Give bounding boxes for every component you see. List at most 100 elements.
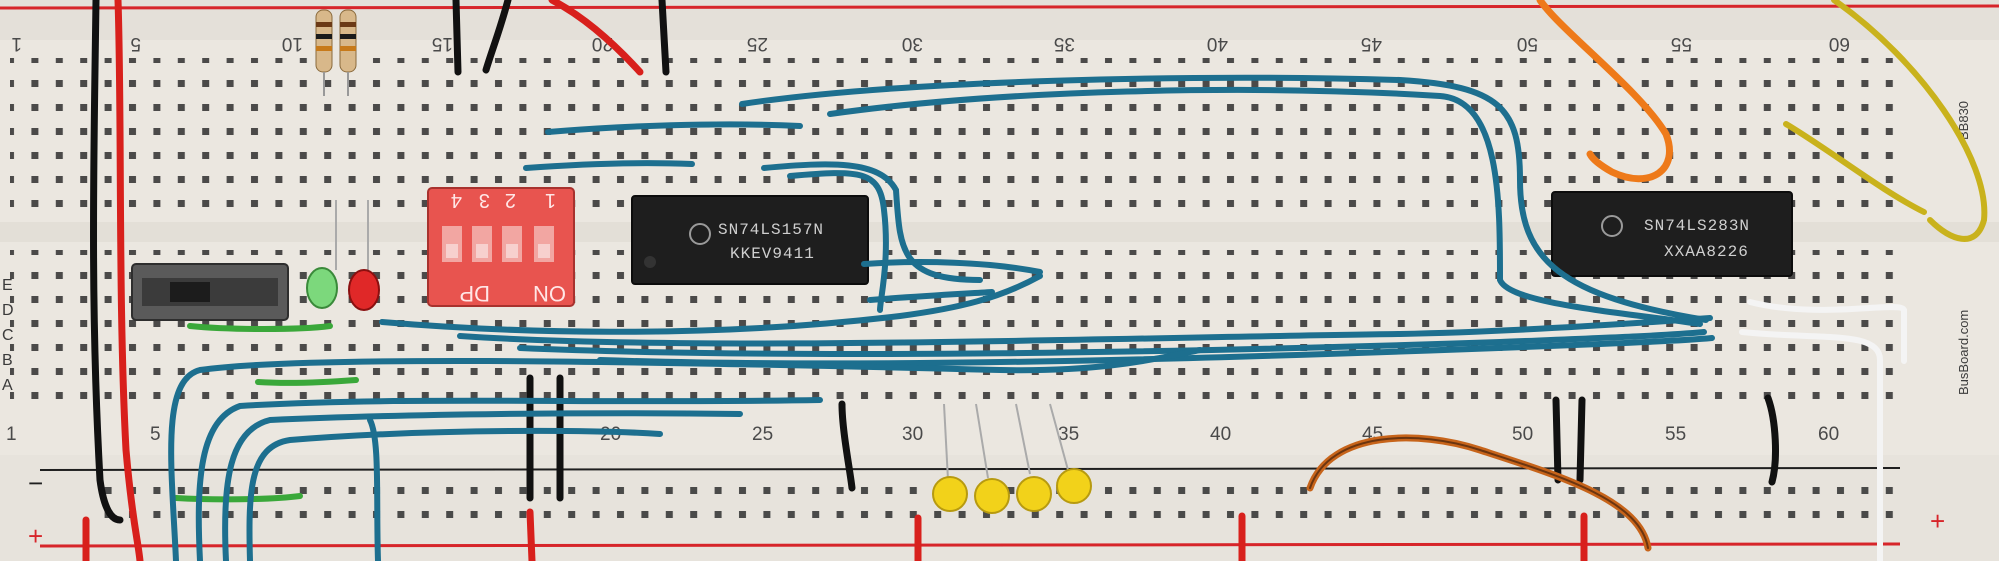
blue-wire-13 bbox=[222, 410, 743, 561]
yellow-led-4 bbox=[1056, 468, 1092, 504]
top-column-numbers: 1 5 10 15 20 25 30 35 40 45 50 55 60 bbox=[11, 33, 1850, 54]
col-num-30: 30 bbox=[902, 33, 923, 54]
blue-wire-1 bbox=[545, 121, 803, 135]
yellow-wire-2 bbox=[1783, 121, 1927, 215]
col-num-15: 15 bbox=[432, 33, 453, 54]
chip-right-line2: XXAA8226 bbox=[1664, 243, 1749, 261]
blue-wire-7 bbox=[379, 273, 1043, 335]
blue-wire-15 bbox=[367, 417, 381, 561]
white-wires bbox=[1739, 299, 1907, 561]
dip-number-1: 1 bbox=[545, 189, 556, 211]
black-wire-top-2 bbox=[482, 0, 512, 74]
blue-wire-3 bbox=[739, 74, 1709, 323]
blue-wires bbox=[168, 74, 1715, 561]
dip-number-2: 2 bbox=[505, 189, 516, 211]
black-wire-left-long bbox=[90, 0, 124, 524]
white-wire-1 bbox=[1747, 299, 1907, 364]
slide-switch-knob[interactable] bbox=[170, 282, 210, 302]
col-num-5: 5 bbox=[130, 33, 141, 54]
red-led bbox=[348, 269, 380, 311]
red-wire-left-long bbox=[114, 0, 144, 561]
blue-wire-5 bbox=[761, 161, 983, 283]
green-wire-2 bbox=[255, 377, 359, 386]
dip-number-4: 4 bbox=[451, 189, 462, 211]
row-letter-b: B bbox=[2, 352, 13, 369]
bottom-col-num-1: 1 bbox=[6, 424, 17, 445]
row-letter-e: E bbox=[2, 277, 13, 294]
resistor-pair bbox=[315, 9, 357, 96]
bottom-rail-minus-line bbox=[39, 467, 1901, 471]
col-num-60: 60 bbox=[1829, 33, 1850, 54]
orange-wire-bottom-stripe bbox=[1309, 437, 1649, 549]
bottom-col-num-60: 60 bbox=[1818, 424, 1839, 445]
yellow-led-3 bbox=[1016, 476, 1052, 512]
black-wire-top-3 bbox=[658, 0, 670, 76]
bottom-col-num-25: 25 bbox=[752, 424, 773, 445]
blue-wire-16 bbox=[861, 259, 1043, 275]
chip-right-line1: SN74LS283N bbox=[1644, 217, 1750, 235]
col-num-1: 1 bbox=[11, 33, 22, 54]
col-num-45: 45 bbox=[1361, 33, 1382, 54]
yellow-led-2 bbox=[974, 478, 1010, 514]
output-leds bbox=[932, 403, 1092, 514]
bottom-col-num-5: 5 bbox=[150, 424, 161, 445]
red-wires bbox=[82, 0, 1588, 561]
chip-left-line1: SN74LS157N bbox=[718, 221, 824, 239]
rail-plus-sign-left: + bbox=[28, 521, 43, 551]
red-wire-bottom-2 bbox=[526, 508, 536, 561]
green-wire-3 bbox=[173, 493, 303, 503]
chip-right: SN74LS283N XXAA8226 bbox=[1551, 191, 1793, 277]
bottom-col-num-30: 30 bbox=[902, 424, 923, 445]
blue-wire-6 bbox=[787, 170, 889, 313]
col-num-35: 35 bbox=[1054, 33, 1075, 54]
dip-switch[interactable]: 1 2 3 4 DP ON bbox=[427, 187, 575, 307]
bottom-rail-plus-line bbox=[39, 542, 1901, 548]
red-wire-top bbox=[548, 0, 644, 76]
bottom-col-num-55: 55 bbox=[1665, 424, 1686, 445]
dip-number-3: 3 bbox=[479, 189, 490, 211]
black-wire-top-1 bbox=[452, 0, 462, 76]
bottom-col-num-50: 50 bbox=[1512, 424, 1533, 445]
blue-wire-12 bbox=[195, 397, 823, 561]
dip-brand: DP bbox=[459, 281, 490, 306]
row-letter-a: A bbox=[2, 377, 13, 394]
chip-left: SN74LS157N KKEV9411 bbox=[631, 195, 869, 285]
green-wire-1 bbox=[187, 323, 333, 332]
status-leds bbox=[306, 200, 380, 311]
col-num-10: 10 bbox=[282, 33, 303, 54]
dip-on-label: ON bbox=[533, 281, 566, 306]
black-wire-right-3 bbox=[1764, 394, 1779, 486]
black-wire-right-1 bbox=[1552, 396, 1562, 484]
col-num-25: 25 bbox=[747, 33, 768, 54]
orange-wires bbox=[1306, 0, 1673, 552]
rail-minus-sign: − bbox=[28, 468, 43, 498]
slide-switch[interactable] bbox=[131, 263, 289, 321]
black-wire-mid-3 bbox=[838, 400, 856, 492]
black-wire-right-2 bbox=[1576, 396, 1586, 484]
blue-wire-11 bbox=[168, 347, 1203, 561]
blue-wire-4 bbox=[827, 87, 1703, 327]
green-wires bbox=[173, 323, 359, 503]
green-led bbox=[306, 267, 338, 309]
yellow-led-1 bbox=[932, 476, 968, 512]
row-letter-d: D bbox=[2, 302, 14, 319]
top-rail-red-line bbox=[0, 4, 1999, 10]
col-num-40: 40 bbox=[1207, 33, 1228, 54]
blue-wire-14 bbox=[246, 427, 663, 561]
bottom-col-num-40: 40 bbox=[1210, 424, 1231, 445]
yellow-wires bbox=[1783, 0, 1988, 242]
blue-wire-9 bbox=[517, 329, 1707, 358]
yellow-wire-1 bbox=[1831, 0, 1988, 242]
row-letter-c: C bbox=[2, 327, 14, 344]
bottom-col-num-35: 35 bbox=[1058, 424, 1079, 445]
white-wire-2 bbox=[1739, 329, 1883, 561]
blue-wire-2 bbox=[523, 160, 695, 171]
col-num-50: 50 bbox=[1517, 33, 1538, 54]
col-num-55: 55 bbox=[1671, 33, 1692, 54]
rail-plus-sign-right: + bbox=[1930, 506, 1945, 536]
orange-wire-right bbox=[1536, 0, 1673, 183]
row-letters: E D C B A bbox=[2, 277, 14, 394]
blue-wire-8 bbox=[457, 315, 1713, 347]
